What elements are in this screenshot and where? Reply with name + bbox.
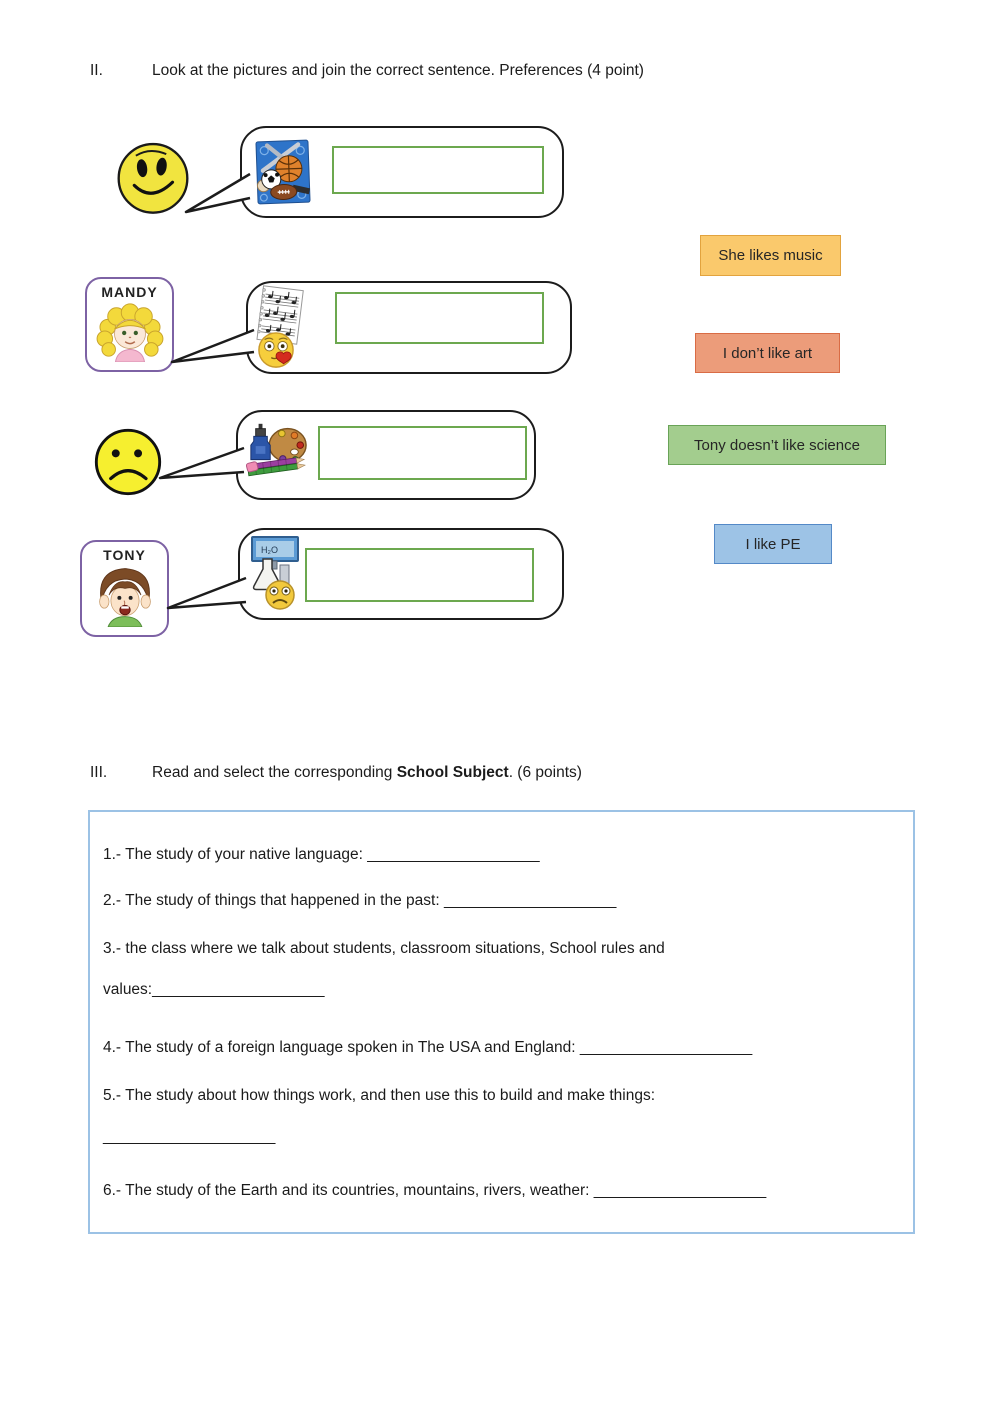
option-i-dont-like-art[interactable]: I don’t like art: [695, 333, 840, 373]
option-i-like-pe[interactable]: I like PE: [714, 524, 832, 564]
kiss-emoji-icon: [258, 332, 294, 368]
character-card-mandy: MANDY: [85, 277, 174, 372]
tony-face-icon: [98, 568, 151, 627]
section3-title-prefix: Read and select the corresponding: [152, 764, 397, 781]
answer-drop-zone-2[interactable]: [335, 292, 544, 344]
art-supplies-icon: [246, 423, 307, 477]
science-experiment-icon: H₂O: [251, 536, 299, 610]
question-3-line-2[interactable]: values:____________________: [103, 981, 325, 998]
option-label: Tony doesn’t like science: [694, 436, 860, 454]
speech-tail: [158, 446, 245, 480]
question-5-line-2[interactable]: ____________________: [103, 1128, 276, 1145]
section3-numeral: III.: [90, 764, 108, 781]
sports-poster-icon: [255, 139, 311, 205]
music-sheet-icon: [256, 285, 304, 345]
question-5-line-1[interactable]: 5.- The study about how things work, and…: [103, 1087, 656, 1104]
section2-numeral: II.: [90, 62, 103, 79]
speech-tail: [184, 172, 251, 214]
section3-title: Read and select the corresponding School…: [152, 764, 582, 782]
option-label: I like PE: [745, 535, 801, 553]
mandy-face-icon: [96, 303, 163, 362]
speech-tail: [166, 576, 247, 610]
section3-title-bold: School Subject: [396, 764, 509, 781]
question-2[interactable]: 2.- The study of things that happened in…: [103, 892, 617, 909]
option-label: I don’t like art: [722, 344, 813, 362]
happy-face-icon: [117, 142, 189, 214]
character-card-tony: TONY: [80, 540, 169, 637]
sad-face-icon: [94, 428, 162, 496]
section3-title-suffix: . (6 points): [508, 764, 582, 781]
section2-title: Look at the pictures and join the correc…: [152, 62, 644, 79]
questions-box: [88, 810, 915, 1234]
option-tony-doesnt-like-science[interactable]: Tony doesn’t like science: [668, 425, 886, 465]
speech-tail: [170, 328, 255, 364]
card-label-tony: TONY: [103, 547, 146, 563]
card-label-mandy: MANDY: [101, 284, 158, 300]
answer-drop-zone-4[interactable]: [305, 548, 534, 602]
answer-drop-zone-3[interactable]: [318, 426, 527, 480]
option-label: She likes music: [718, 247, 823, 264]
question-3-line-1[interactable]: 3.- the class where we talk about studen…: [103, 940, 665, 957]
h2o-board-text: H₂O: [261, 545, 278, 555]
answer-drop-zone-1[interactable]: [332, 146, 544, 194]
option-she-likes-music[interactable]: She likes music: [700, 235, 841, 276]
question-6[interactable]: 6.- The study of the Earth and its count…: [103, 1182, 767, 1199]
question-4[interactable]: 4.- The study of a foreign language spok…: [103, 1039, 753, 1056]
question-1[interactable]: 1.- The study of your native language: _…: [103, 846, 540, 863]
